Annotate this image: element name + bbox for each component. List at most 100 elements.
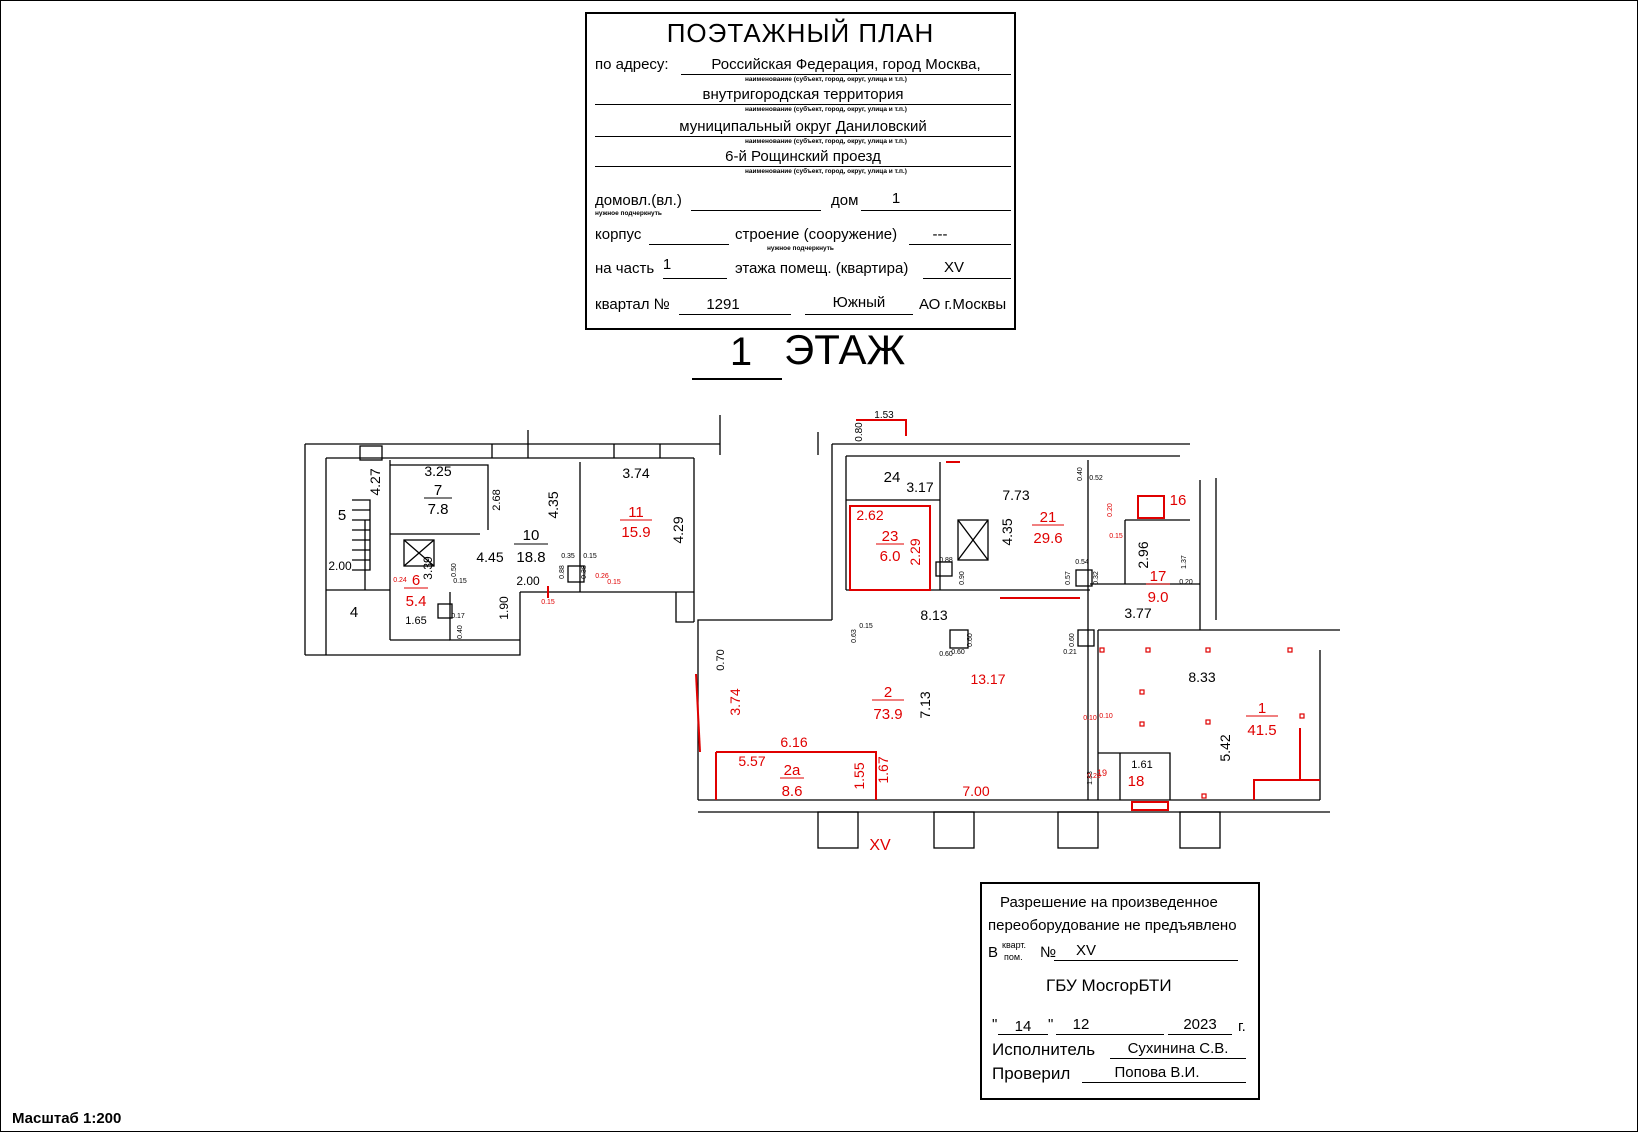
- part-label: на часть: [595, 260, 655, 277]
- dim: 4.29: [670, 516, 686, 543]
- permit-pom-label: пом.: [1004, 952, 1023, 962]
- column: [437, 603, 453, 619]
- dim: 2.29: [907, 538, 923, 565]
- room-2a-area: 8.6: [782, 783, 803, 800]
- room-11-area: 15.9: [621, 524, 650, 541]
- column: [949, 629, 969, 649]
- dim: 13.17: [970, 671, 1005, 687]
- wall: [390, 464, 489, 530]
- column-marker: [1201, 793, 1207, 799]
- domovl-label: домовл.(вл.): [595, 192, 682, 209]
- column-marker: [1099, 647, 1105, 653]
- dim: 2.62: [856, 507, 883, 523]
- address-line-2-rule: [595, 104, 1011, 105]
- room-6-num: 6: [412, 572, 420, 589]
- plan-walls: [304, 415, 1340, 849]
- part-value: 1: [662, 256, 672, 273]
- title-block: ПОЭТАЖНЫЙ ПЛАН по адресу: Российская Фед…: [585, 12, 1016, 330]
- address-hint-2: наименование (субъект, город, округ, ули…: [745, 106, 907, 113]
- dimensions-red: 2.62 2.29 13.17 5.57 1.67: [738, 507, 1005, 784]
- small-dim-red: 0.10: [1083, 715, 1097, 722]
- floor-label: ЭТАЖ: [784, 326, 906, 373]
- stroenie-hint: нужное подчеркнуть: [767, 245, 834, 252]
- dom-label: дом: [831, 192, 859, 209]
- stair-red: [1137, 495, 1165, 519]
- small-dim: 0.88: [559, 565, 566, 579]
- domovl-rule: [691, 210, 821, 211]
- small-dim: 1.33: [1087, 771, 1094, 785]
- address-hint-1: наименование (субъект, город, округ, ули…: [745, 76, 907, 83]
- room-16-num: 16: [1170, 492, 1187, 509]
- small-dim: 0.15: [583, 553, 597, 560]
- small-dim: 0.32: [1093, 571, 1100, 585]
- address-line-4: 6-й Рощинский проезд: [725, 148, 881, 165]
- room-2-area: 73.9: [873, 706, 902, 723]
- stroenie-value: ---: [932, 226, 948, 243]
- shaft-cross: [403, 539, 435, 567]
- room-18-num: 18: [1128, 773, 1145, 790]
- permit-no-value: XV: [1075, 942, 1096, 959]
- dim: 1.67: [875, 756, 891, 783]
- column-markers: [1099, 647, 1305, 799]
- permit-day-rule: [998, 1034, 1048, 1035]
- small-dim: 0.60: [939, 651, 953, 658]
- small-dim: 0.63: [851, 629, 858, 643]
- small-dim-red: 19: [1097, 768, 1107, 778]
- dim: 6.16: [780, 734, 807, 750]
- dim: 7.73: [1002, 487, 1029, 503]
- dim: 5.57: [738, 753, 765, 769]
- window: [1057, 811, 1099, 849]
- part-rule: [663, 278, 727, 279]
- small-dim: 0.54: [1075, 559, 1089, 566]
- small-dim: 0.15: [453, 578, 467, 585]
- unit-mark: XV: [869, 837, 891, 854]
- dim: 2.68: [491, 489, 503, 510]
- dim: 3.74: [622, 465, 649, 481]
- room-21-num: 21: [1040, 509, 1057, 526]
- room-17-num: 17: [1150, 568, 1167, 585]
- room-23-outline: [849, 505, 931, 591]
- room-6-area: 5.4: [406, 593, 427, 610]
- small-dim: 0.15: [1109, 533, 1123, 540]
- small-dim: 1.37: [1181, 555, 1188, 569]
- stair-red: [1299, 728, 1320, 781]
- dim: 4.35: [545, 491, 561, 518]
- dimensions-black: 3.25 4.27 2.68 4.35 3.74 4.29 4.45 2.00 …: [328, 410, 1233, 799]
- stair-red: [1253, 779, 1310, 800]
- permit-no-label: №: [1040, 944, 1057, 961]
- small-dim: 0.57: [1065, 571, 1072, 585]
- vent-shaft: [403, 539, 435, 567]
- district-value: Южный: [832, 294, 886, 311]
- dim: 3.17: [906, 479, 933, 495]
- permit-year-suffix: г.: [1238, 1018, 1246, 1035]
- permit-line-1: Разрешение на произведенное: [1000, 894, 1218, 911]
- korpus-label: корпус: [595, 226, 642, 243]
- small-dimensions: 0.35 0.15 0.88 0.38 0.50 0.15 0.17 0.40 …: [393, 467, 1193, 785]
- small-dim-red: 0.26: [595, 573, 609, 580]
- small-dim: 0.38: [581, 565, 588, 579]
- dim: 8.33: [1188, 669, 1215, 685]
- column-marker: [1299, 713, 1305, 719]
- dim: 1.61: [1131, 759, 1152, 771]
- permit-quote-open: ": [992, 1016, 998, 1033]
- small-dim: 0.60: [951, 649, 965, 656]
- dim: 4.35: [999, 518, 1015, 545]
- stroenie-label: строение (сооружение): [735, 226, 898, 243]
- dim: 3.25: [424, 463, 451, 479]
- small-dim: 0.40: [1077, 467, 1084, 481]
- column: [935, 561, 953, 577]
- room-11-num: 11: [628, 504, 644, 521]
- permit-year-rule: [1168, 1034, 1232, 1035]
- stroenie-rule: [909, 244, 1011, 245]
- room-1-num: 1: [1258, 700, 1266, 717]
- column-marker: [1287, 647, 1293, 653]
- column: [567, 565, 585, 583]
- address-line-4-rule: [595, 166, 1011, 167]
- room-7-area: 7.8: [428, 501, 449, 518]
- dim: 3.39: [421, 556, 435, 580]
- small-dim: 0.20: [1107, 503, 1114, 517]
- permit-executor-rule: [1110, 1058, 1246, 1059]
- small-dim: 0.88: [939, 557, 953, 564]
- dim: 7.00: [962, 783, 989, 799]
- vent-shaft: [957, 519, 989, 561]
